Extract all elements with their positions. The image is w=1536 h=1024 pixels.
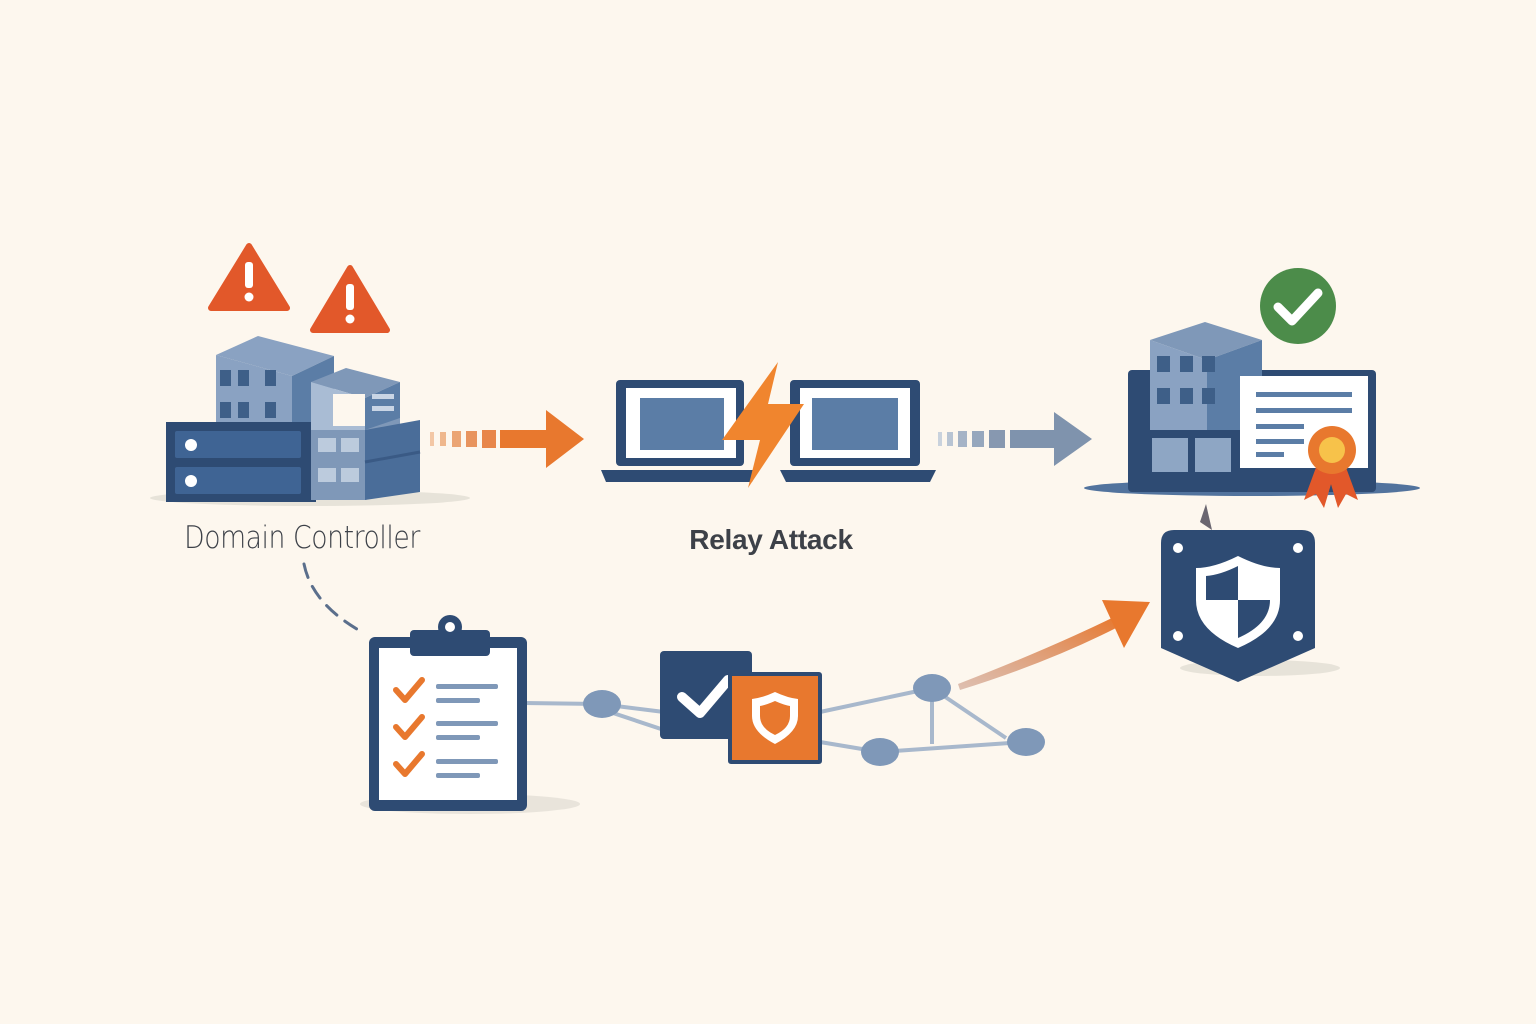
- laptop-icon: [780, 380, 936, 482]
- certificate-server-icon: [1084, 322, 1420, 496]
- warning-triangle-icon: [208, 243, 290, 311]
- award-ribbon-icon: [1304, 426, 1358, 508]
- laptop-icon: [601, 380, 758, 482]
- flow-arrow-icon: [430, 410, 584, 468]
- security-shield-icon: [1161, 504, 1340, 682]
- flow-arrow-icon: [938, 412, 1092, 466]
- domain-controller-label: Domain Controller: [184, 520, 420, 556]
- check-circle-icon: [1260, 268, 1336, 344]
- lightning-bolt-icon: [722, 362, 804, 488]
- dashed-connector: [302, 562, 364, 634]
- relay-attack-label: Relay Attack: [689, 524, 853, 555]
- shield-badge-icon: [728, 672, 822, 764]
- rising-arrow-icon: [958, 600, 1150, 690]
- checklist-clipboard-icon: [360, 615, 580, 814]
- warning-triangle-icon: [310, 265, 390, 333]
- network-nodes-icon: [523, 674, 1045, 766]
- domain-controller-icon: [150, 336, 470, 506]
